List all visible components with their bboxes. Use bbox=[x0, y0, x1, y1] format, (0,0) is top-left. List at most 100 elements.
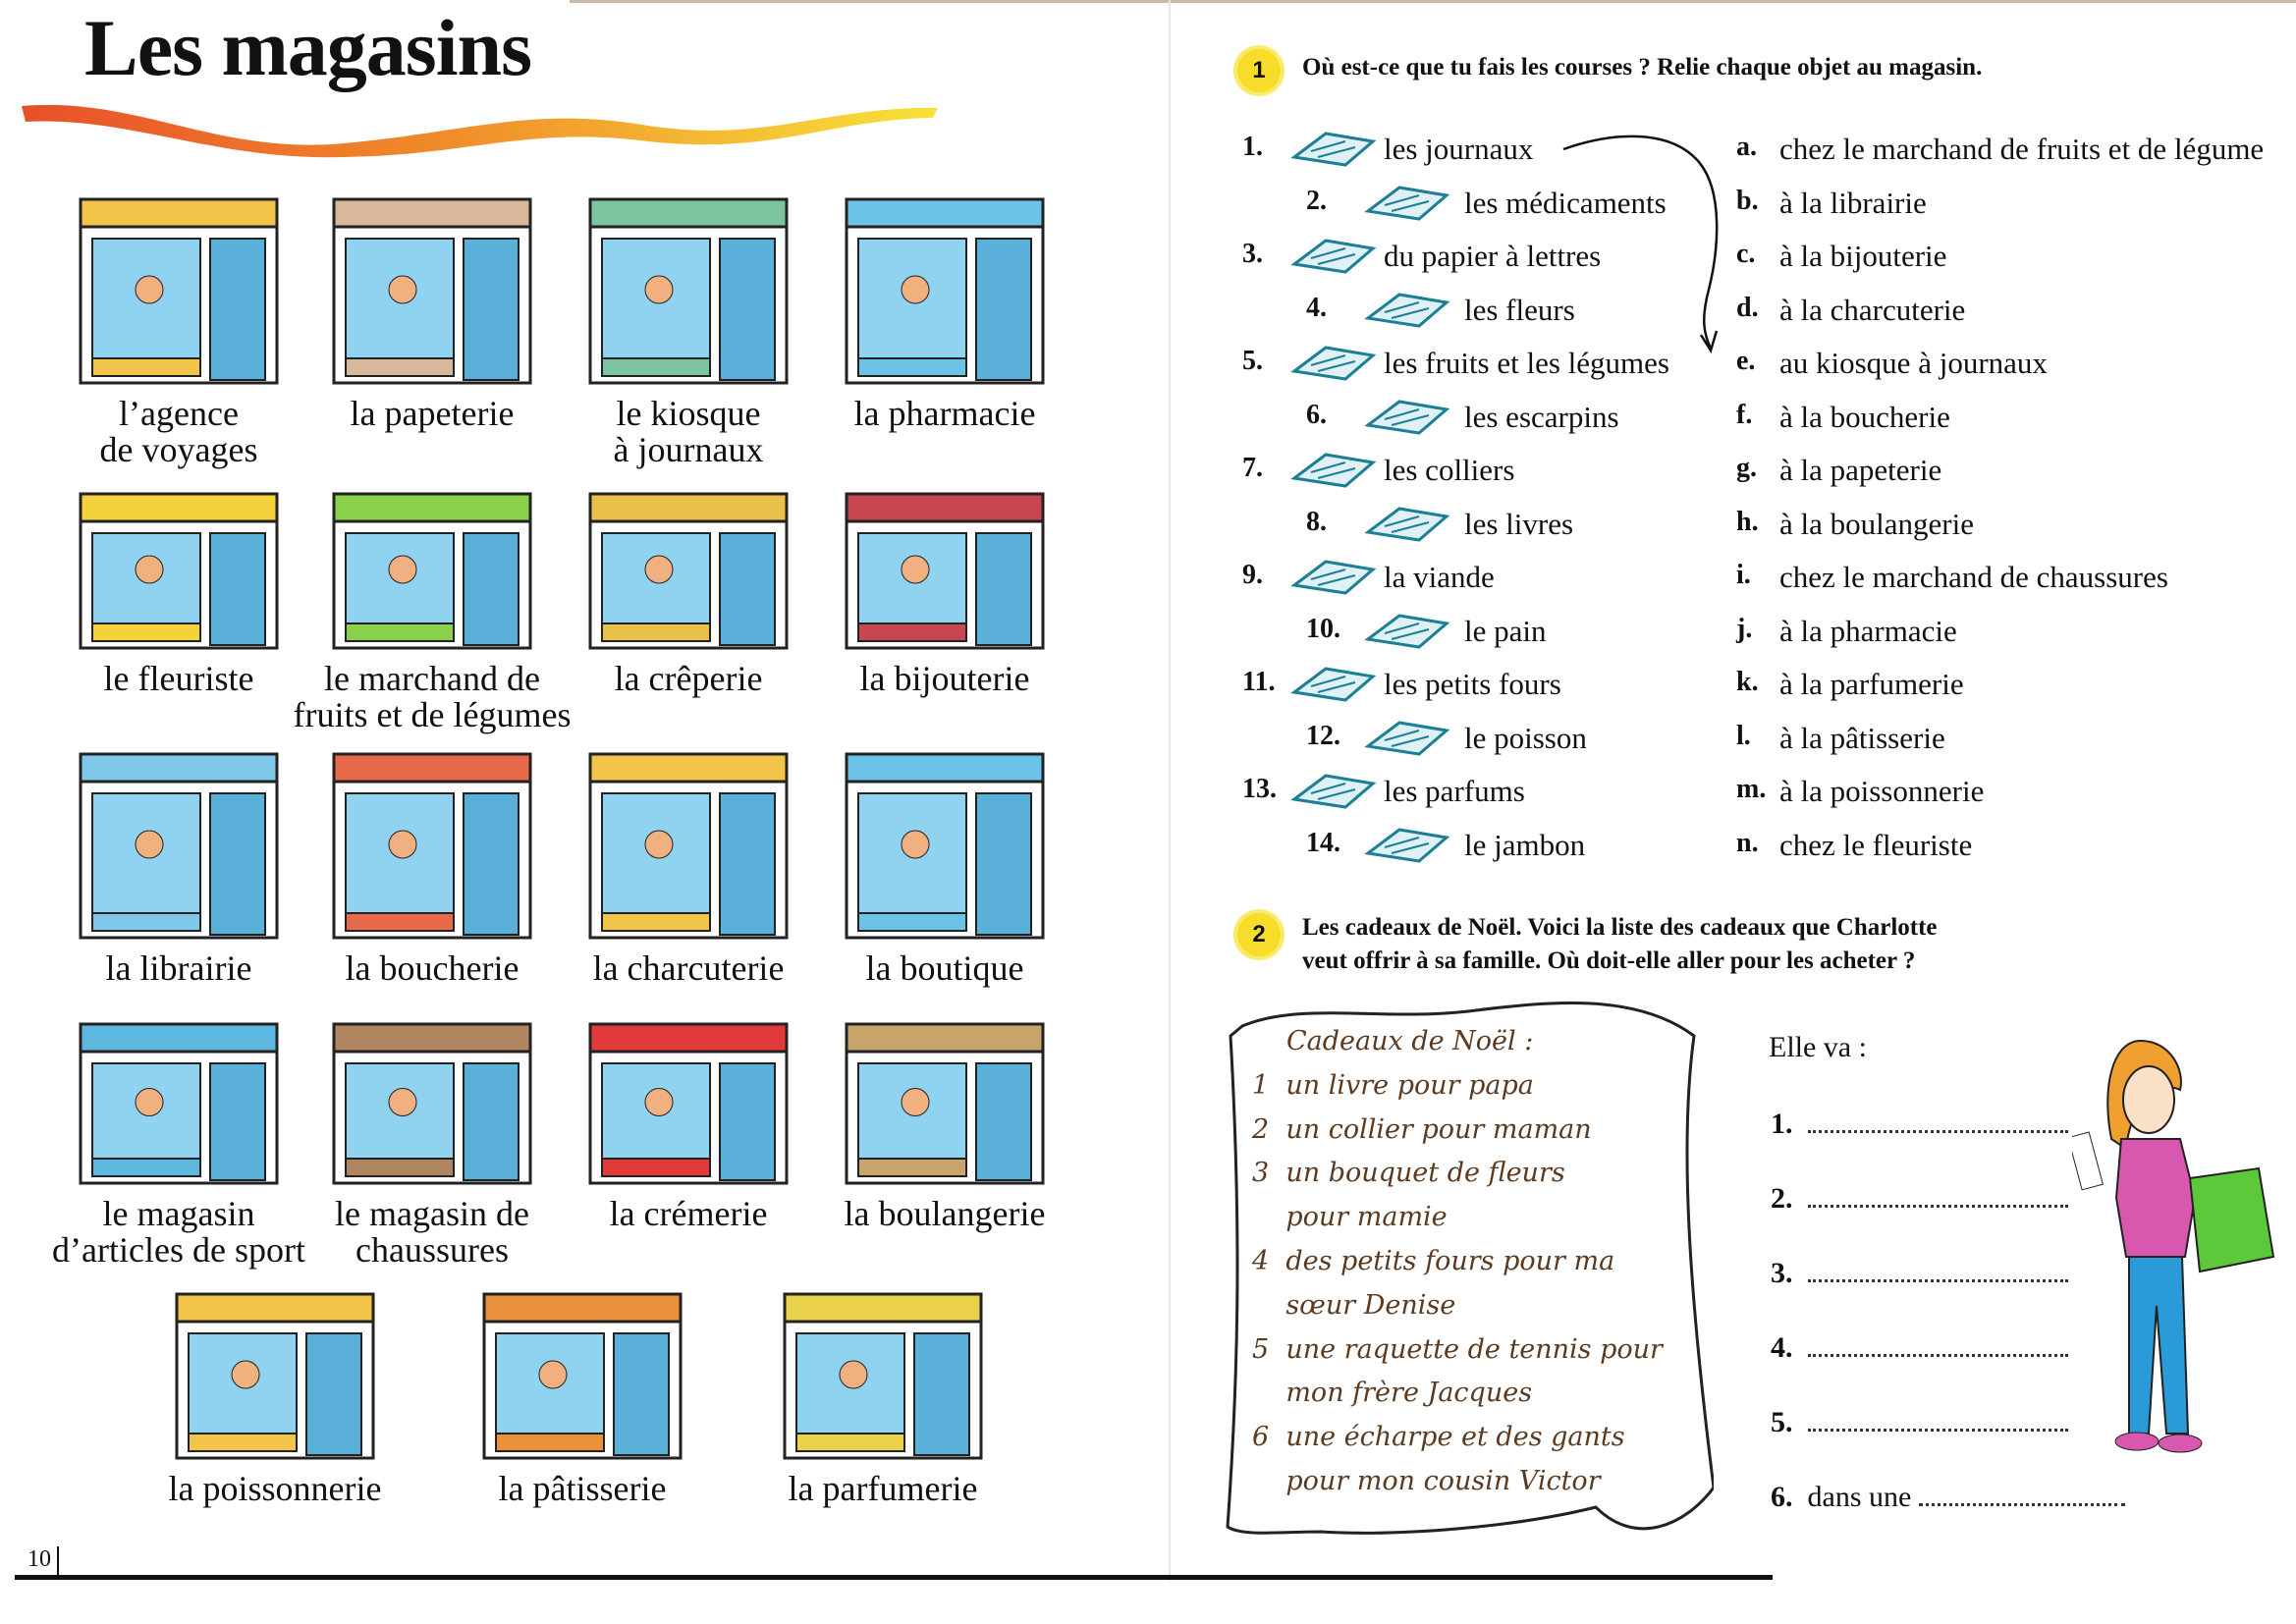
shop-label: la boulangerie bbox=[844, 1194, 1046, 1233]
gift-list-line: 6 une écharpe et des gants bbox=[1252, 1422, 1625, 1453]
item-number: 4. bbox=[1306, 292, 1327, 323]
shop-letter: c. bbox=[1736, 239, 1756, 269]
shop-option: à la librairie bbox=[1779, 185, 1927, 220]
answer-number: 6. bbox=[1771, 1481, 1793, 1513]
answer-number: 1. bbox=[1771, 1108, 1793, 1140]
item-number: 6. bbox=[1306, 399, 1327, 430]
page-top-edge bbox=[570, 0, 2296, 3]
shop-label: le kiosque à journaux bbox=[613, 394, 764, 469]
answer-line: 6. dans une bbox=[1771, 1481, 2125, 1514]
storefront-illustration bbox=[588, 752, 789, 940]
answer-blank[interactable] bbox=[1918, 1487, 2125, 1506]
shop-option: à la bijouterie bbox=[1779, 239, 1947, 273]
shop-card: le kiosque à journaux bbox=[531, 191, 846, 468]
shop-card: la charcuterie bbox=[531, 746, 846, 987]
shop-option: à la pâtisserie bbox=[1779, 720, 1945, 755]
item-label: les journaux bbox=[1384, 132, 1534, 166]
cakes-icon bbox=[1290, 667, 1377, 702]
answer-blank[interactable] bbox=[1807, 1263, 2068, 1282]
shop-option: chez le marchand de fruits et de légume bbox=[1779, 132, 2265, 166]
shop-label: l’agence de voyages bbox=[99, 394, 258, 469]
brush-stroke-decoration bbox=[22, 104, 938, 158]
answer-heading: Elle va : bbox=[1769, 1031, 1867, 1063]
shop-label: la poissonnerie bbox=[168, 1469, 382, 1508]
newspaper-icon bbox=[1290, 132, 1377, 167]
page-title: Les magasins bbox=[84, 3, 532, 92]
gift-list-line: 3 un bouquet de fleurs bbox=[1252, 1158, 1565, 1189]
shop-option: à la boucherie bbox=[1779, 399, 1950, 434]
item-label: les escarpins bbox=[1464, 399, 1619, 434]
shop-card: la parfumerie bbox=[726, 1286, 1040, 1507]
item-label: le poisson bbox=[1464, 720, 1587, 755]
storefront-illustration bbox=[845, 1022, 1045, 1185]
shop-letter: j. bbox=[1736, 613, 1753, 644]
gift-list-line: mon frère Jacques bbox=[1252, 1378, 1533, 1409]
shop-label: la charcuterie bbox=[592, 948, 785, 988]
storefront-illustration bbox=[79, 492, 279, 650]
answer-blank[interactable] bbox=[1807, 1412, 2068, 1432]
gift-list-line: 2 un collier pour maman bbox=[1252, 1113, 1592, 1145]
shop-option: à la poissonnerie bbox=[1779, 774, 1985, 808]
ham-icon bbox=[1364, 827, 1450, 863]
shop-label: le marchand de fruits et de légumes bbox=[293, 659, 572, 734]
item-number: 2. bbox=[1306, 185, 1327, 216]
shop-label: le magasin d’articles de sport bbox=[52, 1194, 305, 1270]
shop-label: la pâtisserie bbox=[498, 1469, 667, 1508]
storefront-illustration bbox=[588, 1022, 789, 1185]
shop-card: la boulangerie bbox=[788, 1016, 1102, 1232]
gift-list-scroll bbox=[1226, 1001, 1714, 1535]
perfume-icon bbox=[1290, 774, 1377, 809]
gift-list-line: 5 une raquette de tennis pour bbox=[1252, 1333, 1663, 1365]
answer-blank[interactable] bbox=[1807, 1113, 2068, 1133]
book-icon bbox=[1364, 506, 1450, 542]
shop-option: à la parfumerie bbox=[1779, 667, 1964, 701]
shop-card: le magasin de chaussures bbox=[275, 1016, 589, 1269]
answer-number: 4. bbox=[1771, 1331, 1793, 1364]
shop-letter: d. bbox=[1736, 292, 1759, 323]
shop-option: à la papeterie bbox=[1779, 453, 1942, 487]
answer-line: 3. bbox=[1771, 1257, 2068, 1290]
shop-letter: h. bbox=[1736, 506, 1759, 537]
item-label: les fruits et les légumes bbox=[1384, 346, 1669, 380]
shop-letter: a. bbox=[1736, 132, 1757, 162]
item-number: 10. bbox=[1306, 613, 1340, 644]
exercise-1-instruction: Où est-ce que tu fais les courses ? Reli… bbox=[1302, 54, 1983, 81]
page-gutter bbox=[1169, 0, 1171, 1581]
answer-blank[interactable] bbox=[1807, 1188, 2068, 1208]
gift-list-line: 1 un livre pour papa bbox=[1252, 1069, 1534, 1101]
shop-label: la librairie bbox=[105, 948, 252, 988]
shop-letter: b. bbox=[1736, 185, 1759, 216]
exercise-2-badge: 2 bbox=[1237, 913, 1281, 956]
shop-card: la boucherie bbox=[275, 746, 589, 987]
charlotte-illustration bbox=[2072, 1039, 2275, 1453]
shop-label: la crémerie bbox=[609, 1194, 768, 1233]
answer-line: 1. bbox=[1771, 1108, 2068, 1141]
exercise-2-instruction-line-1: Les cadeaux de Noël. Voici la liste des … bbox=[1302, 914, 1938, 941]
item-number: 5. bbox=[1242, 346, 1263, 376]
shop-card: la boutique bbox=[788, 746, 1102, 987]
page-bottom-rule bbox=[15, 1575, 1773, 1580]
shop-label: la papeterie bbox=[350, 394, 515, 433]
shop-option: à la boulangerie bbox=[1779, 506, 1974, 541]
shop-card: la librairie bbox=[22, 746, 336, 987]
storefront-illustration bbox=[332, 492, 532, 650]
storefront-illustration bbox=[332, 1022, 532, 1185]
shop-card: le fleuriste bbox=[22, 486, 336, 697]
shop-label: le magasin de chaussures bbox=[335, 1194, 529, 1270]
item-number: 1. bbox=[1242, 132, 1263, 162]
item-label: les petits fours bbox=[1384, 667, 1561, 701]
storefront-illustration bbox=[332, 752, 532, 940]
shop-letter: g. bbox=[1736, 453, 1757, 483]
storefront-illustration bbox=[79, 1022, 279, 1185]
shop-letter: n. bbox=[1736, 827, 1759, 858]
medicine-icon bbox=[1364, 185, 1450, 221]
shoes-icon bbox=[1364, 399, 1450, 435]
exercise-1-badge: 1 bbox=[1237, 49, 1281, 92]
item-label: du papier à lettres bbox=[1384, 239, 1602, 273]
answer-blank[interactable] bbox=[1807, 1337, 2068, 1357]
item-label: les livres bbox=[1464, 506, 1574, 541]
shop-letter: i. bbox=[1736, 560, 1751, 590]
answer-prefix: dans une bbox=[1807, 1481, 1912, 1513]
item-label: les fleurs bbox=[1464, 292, 1575, 327]
answer-line: 2. bbox=[1771, 1182, 2068, 1216]
